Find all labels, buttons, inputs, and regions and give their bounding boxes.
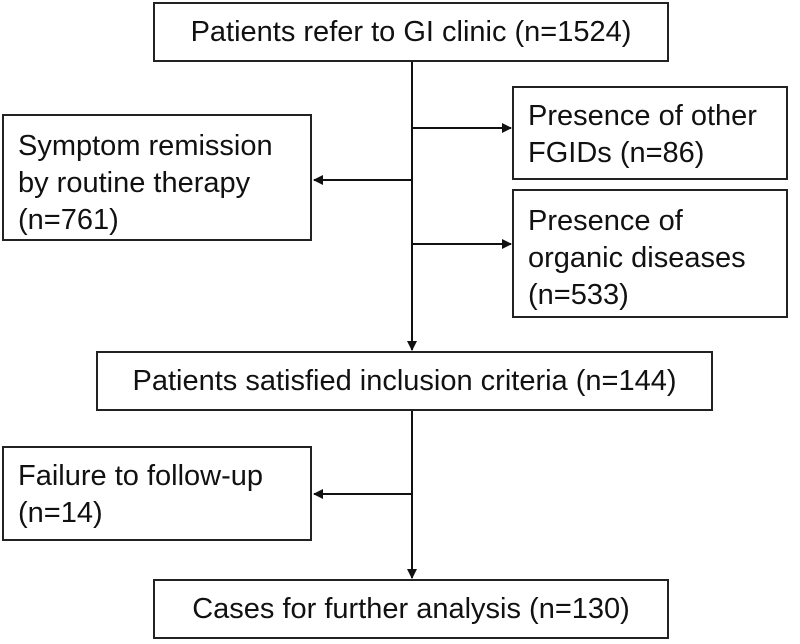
start-label: Patients refer to GI clinic (n=1524) bbox=[190, 15, 632, 48]
remission-line-3: (n=761) bbox=[18, 204, 119, 236]
inclusion-label: Patients satisfied inclusion criteria (n… bbox=[132, 364, 677, 397]
final-label: Cases for further analysis (n=130) bbox=[192, 592, 630, 625]
organic-line-1: Presence of bbox=[528, 205, 683, 237]
other-fgids-line-1: Presence of other bbox=[528, 100, 757, 132]
inclusion-box: Patients satisfied inclusion criteria (n… bbox=[96, 351, 713, 411]
other-fgids-box: Presence of other FGIDs (n=86) bbox=[512, 86, 788, 180]
organic-diseases-box: Presence of organic diseases (n=533) bbox=[512, 189, 788, 318]
start-box: Patients refer to GI clinic (n=1524) bbox=[153, 2, 669, 62]
other-fgids-line-2: FGIDs (n=86) bbox=[528, 137, 705, 169]
remission-box: Symptom remission by routine therapy (n=… bbox=[2, 114, 312, 241]
failure-line-1: Failure to follow-up bbox=[18, 460, 263, 492]
follow-up-failure-box: Failure to follow-up (n=14) bbox=[2, 446, 312, 541]
final-box: Cases for further analysis (n=130) bbox=[153, 579, 669, 639]
organic-line-3: (n=533) bbox=[528, 279, 629, 311]
failure-line-2: (n=14) bbox=[18, 497, 103, 529]
remission-line-2: by routine therapy bbox=[18, 167, 251, 199]
organic-line-2: organic diseases bbox=[528, 242, 746, 274]
remission-line-1: Symptom remission bbox=[18, 130, 273, 162]
